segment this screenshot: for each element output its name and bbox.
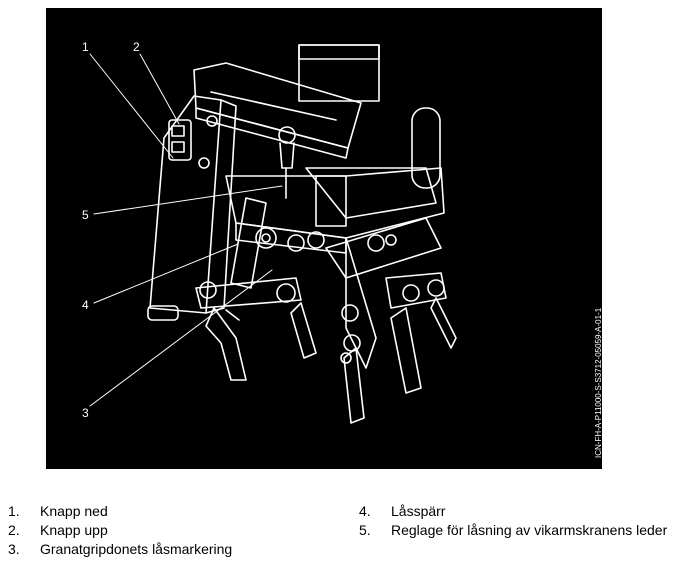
gripper-drawing <box>89 44 457 424</box>
control-box <box>168 62 362 199</box>
illustration-panel: 1 2 5 4 3 ICN-FH-A-P11000-S-S3712-05059-… <box>46 8 603 469</box>
legend-number: 3. <box>8 541 20 557</box>
callout-number-3: 3 <box>82 406 89 420</box>
callout-number-1: 1 <box>82 40 89 54</box>
linkage-arms <box>195 197 447 369</box>
document-code: ICN-FH-A-P11000-S-S3712-05059-A-01-1 <box>594 307 603 458</box>
gripper-fingers <box>205 297 457 424</box>
legend-number: 5. <box>359 522 371 538</box>
leader-line-3 <box>89 269 273 407</box>
rear-housing <box>298 44 441 219</box>
legend-number: 4. <box>359 503 371 519</box>
leader-line-2 <box>139 53 180 125</box>
callout-number-5: 5 <box>82 208 89 222</box>
callout-number-2: 2 <box>133 40 140 54</box>
leader-line-5 <box>93 185 283 215</box>
legend-text: Granatgripdonets låsmarkering <box>40 541 233 557</box>
legend-text: Knapp ned <box>40 503 108 519</box>
legend-text: Låsspärr <box>391 503 446 519</box>
legend-number: 2. <box>8 522 20 538</box>
left-column <box>147 95 237 321</box>
legend-text: Knapp upp <box>40 522 108 538</box>
legend-number: 1. <box>8 503 20 519</box>
callout-leaders <box>89 53 283 407</box>
legend-text: Reglage för låsning av vikarmskranens le… <box>391 522 668 538</box>
callout-number-4: 4 <box>82 298 89 312</box>
leader-line-1 <box>89 53 174 159</box>
leader-line-4 <box>93 243 239 304</box>
